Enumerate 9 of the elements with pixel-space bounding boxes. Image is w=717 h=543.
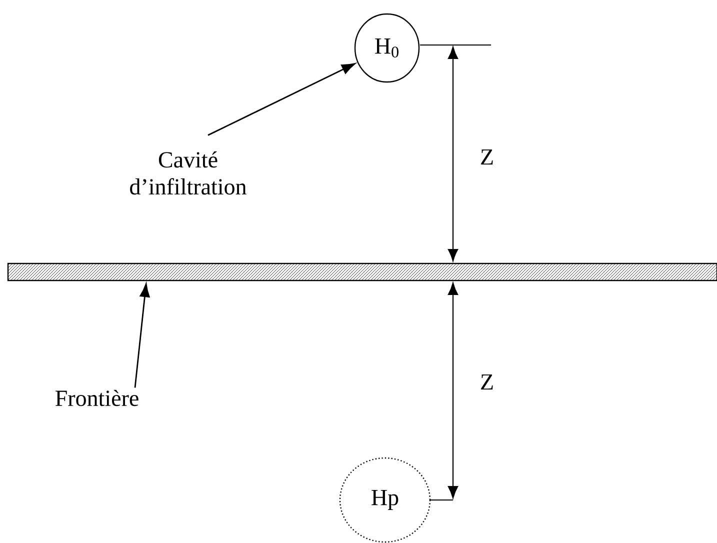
leader-line [208,63,356,136]
circle-node: Hp [339,457,431,543]
circle-node: H$_{0}$ [354,13,420,83]
boundary-bar [7,262,717,282]
dimension-label: Z [481,374,493,390]
text-label: Frontière [56,390,138,406]
dimension-label: Z [481,149,493,165]
text-label: Cavité d’infiltration [130,151,246,195]
leader-line [134,284,150,388]
